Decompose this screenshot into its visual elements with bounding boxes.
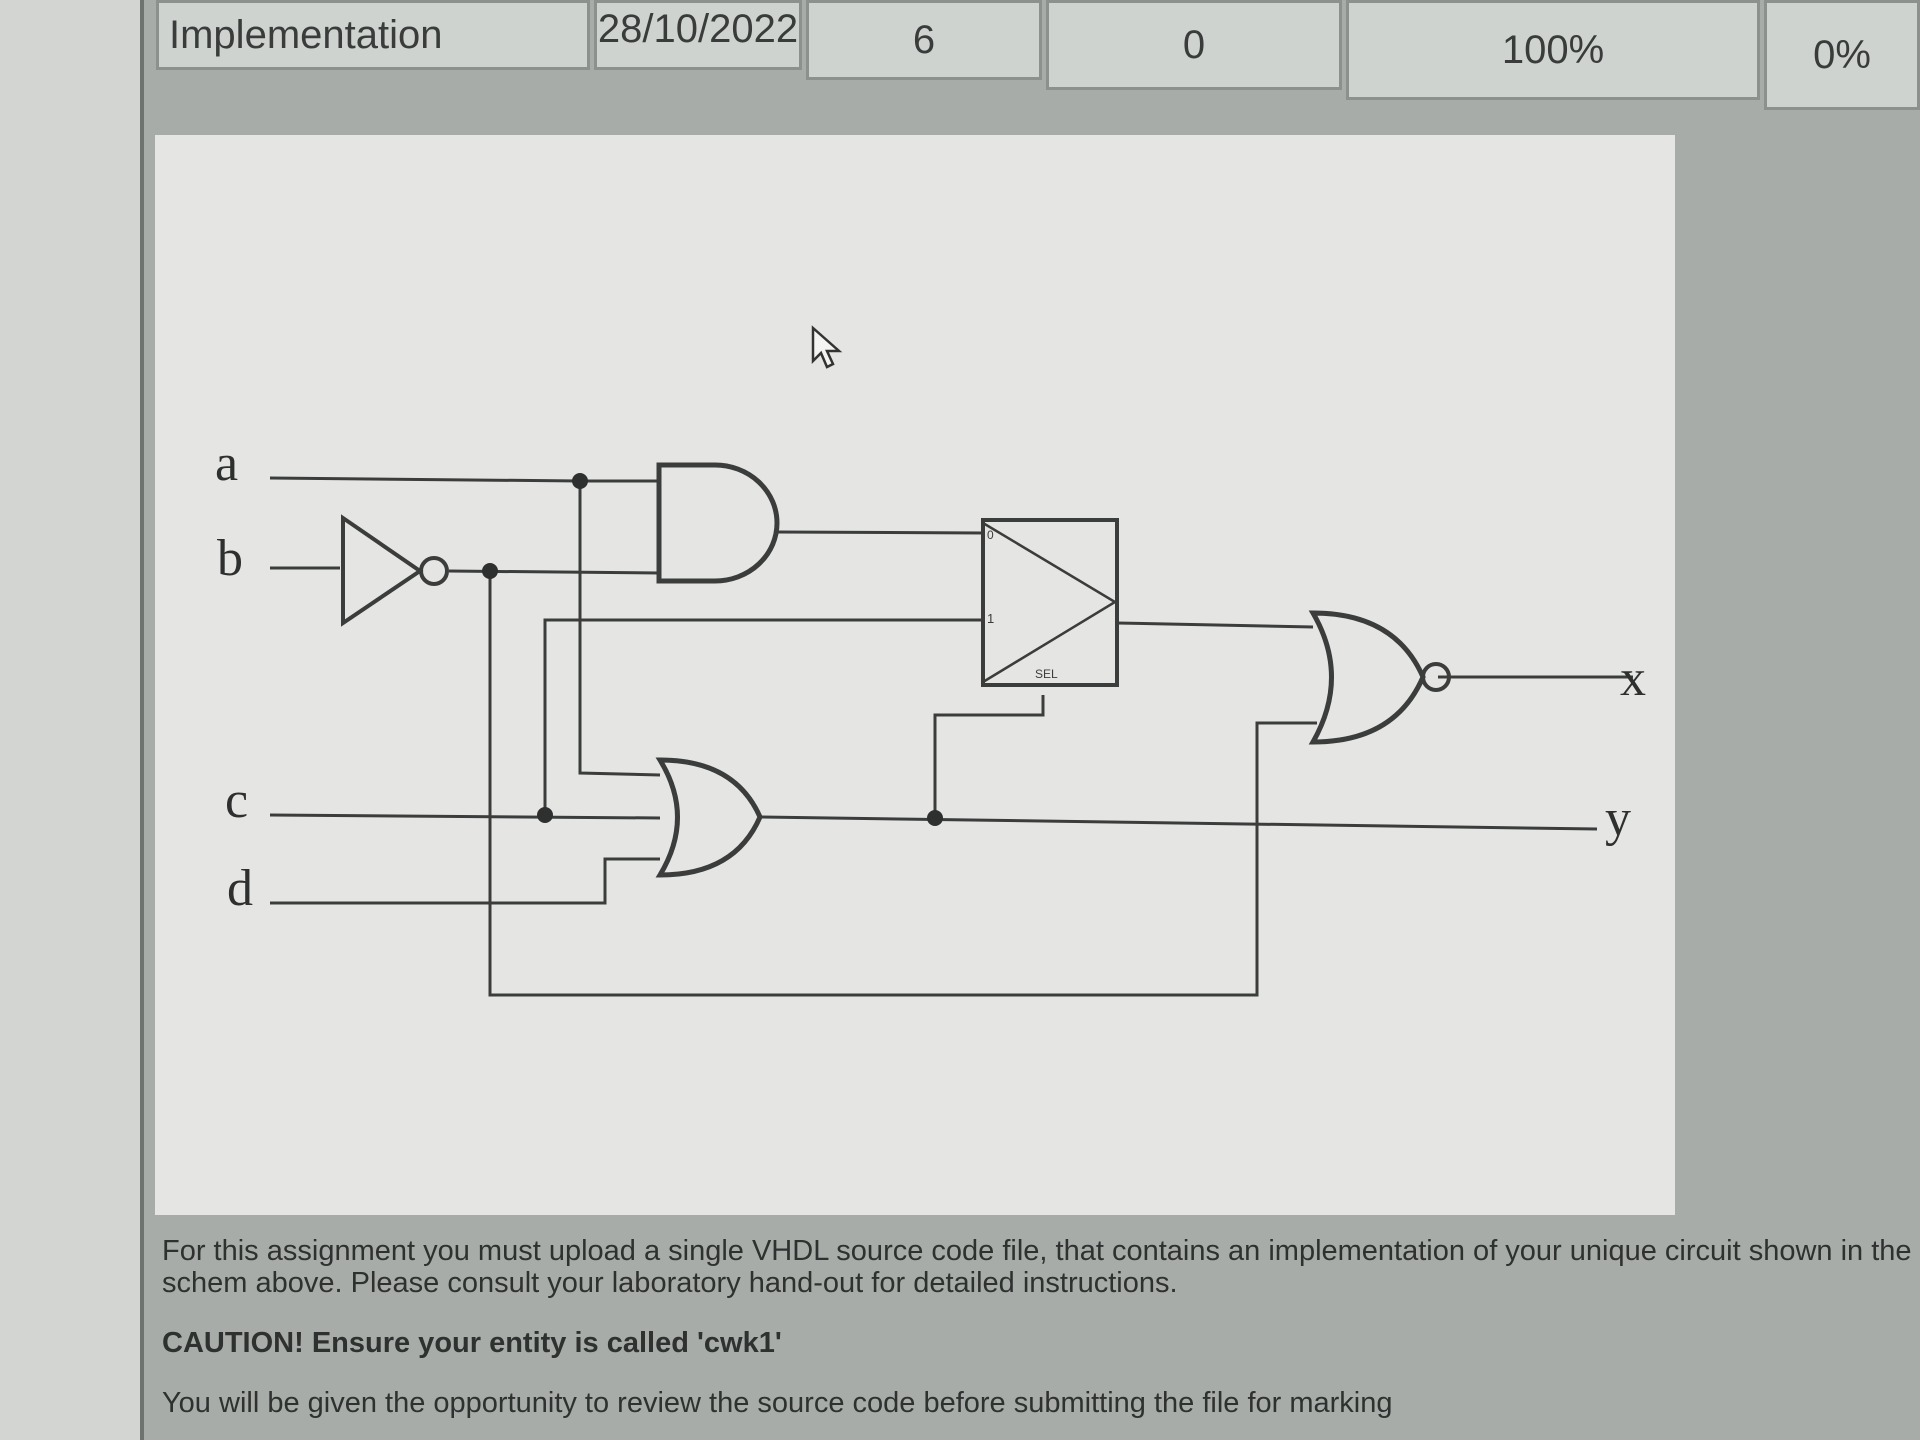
wire-or-to-sel <box>933 695 1045 818</box>
cell-text: 28/10/2022 <box>597 7 799 51</box>
input-label-d: d <box>227 860 253 917</box>
caution-text: CAUTION! Ensure your entity is called 'c… <box>162 1327 782 1359</box>
wire-mux-to-nor <box>1116 621 1314 629</box>
input-label-a: a <box>215 435 238 492</box>
wire-or-to-y <box>759 815 1598 831</box>
wire-a-to-or <box>578 481 661 777</box>
table-row: Implementation 28/10/2022 6 0 100% 0% <box>150 0 1920 110</box>
wire-c <box>269 813 661 820</box>
cell-text: 0% <box>1813 32 1871 77</box>
cell-text: Implementation <box>169 12 443 57</box>
table-cell-percent-2: 0% <box>1764 0 1920 110</box>
mux-sel-label: SEL <box>1035 667 1058 681</box>
junction-dot <box>572 473 588 489</box>
wire-notb-to-nor <box>488 571 1317 997</box>
cell-text: 0 <box>1182 22 1206 67</box>
junction-dot <box>537 807 553 823</box>
table-cell-percent: 100% <box>1346 0 1760 100</box>
table-cell-count: 6 <box>806 0 1042 80</box>
nor-gate-icon <box>1308 610 1451 745</box>
review-note: You will be given the opportunity to rev… <box>162 1387 1393 1419</box>
page-left-margin <box>0 0 140 1440</box>
mouse-pointer-icon <box>810 325 844 376</box>
wire-and-to-mux <box>776 530 984 535</box>
input-label-c: c <box>225 772 248 829</box>
table-cell-name: Implementation <box>156 0 590 70</box>
circuit-schematic: 0 1 SEL a b c d x y <box>155 135 1675 1215</box>
cell-text: 100% <box>1501 27 1605 72</box>
wire-notb-to-and <box>448 569 660 575</box>
or-gate-icon <box>655 757 763 878</box>
input-label-b: b <box>217 530 243 587</box>
instructions-text: For this assignment you must upload a si… <box>162 1235 1912 1419</box>
wire-c-to-mux <box>543 618 983 815</box>
output-label-y: y <box>1605 790 1631 847</box>
and-gate-icon <box>656 462 780 584</box>
mux-input-1-label: 1 <box>987 611 994 626</box>
junction-dot <box>927 810 943 826</box>
wire-d <box>270 857 660 905</box>
schematic-svg: 0 1 SEL a b c d x y <box>215 435 1646 997</box>
junction-dot <box>482 563 498 579</box>
table-cell-date: 28/10/2022 <box>594 0 802 70</box>
mux-block <box>981 518 1119 687</box>
instructions-paragraph: For this assignment you must upload a si… <box>162 1235 1912 1299</box>
output-label-x: x <box>1620 650 1646 707</box>
mux-input-0-label: 0 <box>987 528 994 542</box>
wire-a <box>269 476 581 483</box>
cell-text: 6 <box>912 17 936 62</box>
not-gate-icon <box>341 514 449 627</box>
table-cell-value: 0 <box>1046 0 1342 90</box>
